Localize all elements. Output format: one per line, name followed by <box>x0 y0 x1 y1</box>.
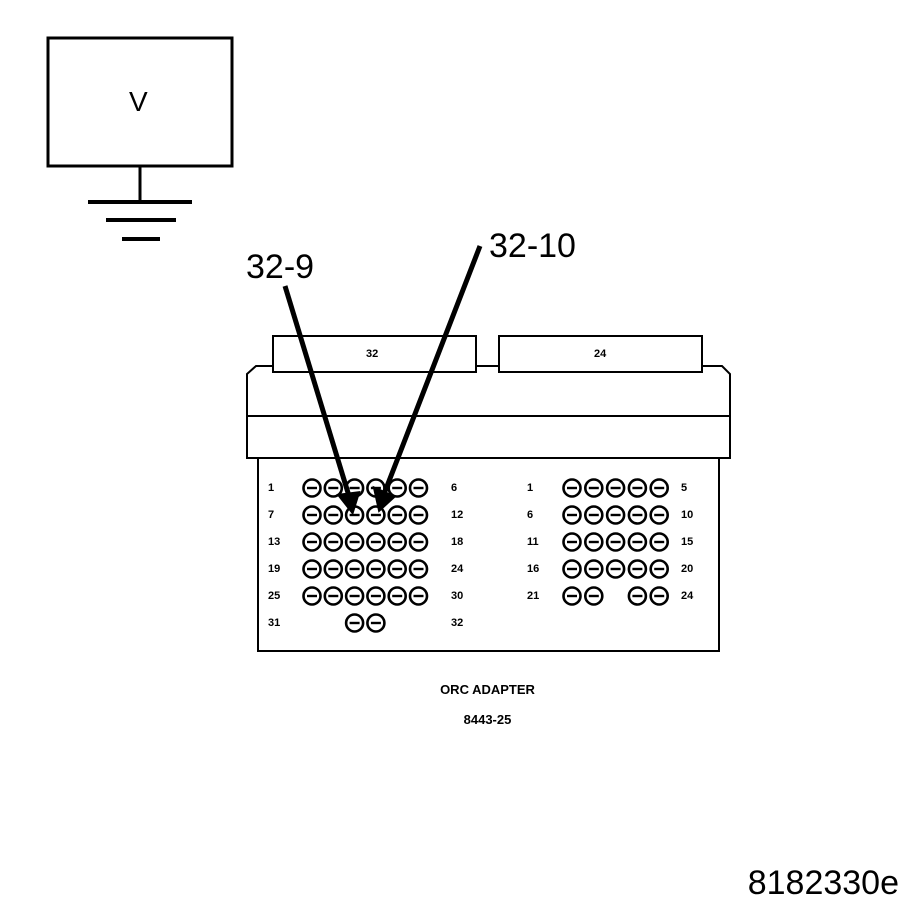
voltmeter <box>46 36 234 241</box>
probe-lead-32-9 <box>282 285 352 497</box>
pin-number-left: 19 <box>268 563 281 575</box>
pin-number-right: 15 <box>681 536 694 548</box>
pin-socket <box>366 559 386 579</box>
pin-number-left: 13 <box>268 536 281 548</box>
pin-socket <box>649 586 670 606</box>
pin-socket <box>344 586 365 606</box>
pin-socket <box>387 505 408 525</box>
connector-band <box>246 415 731 459</box>
pin-number-right: 32 <box>451 617 464 629</box>
pin-socket <box>583 586 604 606</box>
pin-socket <box>562 478 582 498</box>
pin-socket <box>323 532 344 552</box>
pin-socket <box>323 559 344 579</box>
pin-number-left: 25 <box>268 590 281 602</box>
pin-socket <box>583 559 604 579</box>
pin-number-right: 20 <box>681 563 694 575</box>
pin-socket <box>387 559 408 579</box>
pin-socket <box>408 586 429 606</box>
pin-socket <box>387 586 408 606</box>
adapter-name: ORC ADAPTER <box>440 682 535 697</box>
adapter-part-number: 8443-25 <box>463 712 512 727</box>
figure-id: 8182330e <box>747 864 899 902</box>
probe-leads <box>282 245 483 516</box>
pin-number-left: 1 <box>268 482 275 494</box>
pin-number-right: 5 <box>681 482 688 494</box>
pin-socket <box>583 532 604 552</box>
pin-socket <box>323 586 344 606</box>
pin-socket <box>344 559 365 579</box>
pin-number-right: 24 <box>681 590 694 602</box>
connector-top-ledge <box>246 365 731 417</box>
pin-socket <box>366 532 386 552</box>
header-label-32: 32 <box>366 348 379 360</box>
pin-socket <box>302 532 322 552</box>
pin-number-right: 12 <box>451 509 464 521</box>
pin-socket <box>366 505 386 525</box>
pin-socket <box>627 505 648 525</box>
pin-number-left: 1 <box>527 482 534 494</box>
pin-socket <box>605 559 626 579</box>
pin-socket <box>408 478 429 498</box>
pin-socket <box>562 559 582 579</box>
pin-number-left: 7 <box>268 509 275 521</box>
pin-number-right: 6 <box>451 482 458 494</box>
pin-socket <box>366 613 386 633</box>
pin-socket <box>302 478 322 498</box>
pin-socket <box>302 586 322 606</box>
pin-socket <box>627 478 648 498</box>
pin-number-right: 24 <box>451 563 464 575</box>
pin-number-right: 10 <box>681 509 694 521</box>
pin-socket <box>649 505 670 525</box>
pin-socket <box>344 532 365 552</box>
pin-number-left: 16 <box>527 563 540 575</box>
pin-socket <box>323 478 344 498</box>
pin-number-left: 31 <box>268 617 281 629</box>
pin-socket <box>649 478 670 498</box>
pin-socket <box>562 505 582 525</box>
pin-socket <box>649 559 670 579</box>
pin-socket <box>605 505 626 525</box>
pin-socket <box>408 505 429 525</box>
pin-socket <box>627 559 648 579</box>
pin-socket <box>366 586 386 606</box>
pin-socket <box>583 478 604 498</box>
pin-number-left: 11 <box>527 536 539 548</box>
pin-socket <box>302 559 322 579</box>
pin-socket <box>302 505 322 525</box>
pin-number-right: 18 <box>451 536 464 548</box>
probe-lead-32-10 <box>381 245 483 495</box>
pin-socket <box>605 532 626 552</box>
pin-socket <box>583 505 604 525</box>
probe-label-32-9: 32-9 <box>246 248 315 286</box>
pin-number-right: 30 <box>451 590 464 602</box>
pin-socket <box>627 532 648 552</box>
pin-number-left: 6 <box>527 509 534 521</box>
voltmeter-symbol: V <box>129 86 148 117</box>
pin-socket <box>649 532 670 552</box>
probe-label-32-10: 32-10 <box>489 227 576 265</box>
pin-socket <box>627 586 648 606</box>
header-label-24: 24 <box>594 348 607 360</box>
pin-number-left: 21 <box>527 590 540 602</box>
probe-arrowhead-32-9 <box>336 491 361 516</box>
pin-socket <box>605 478 626 498</box>
pin-socket <box>344 613 365 633</box>
pin-socket <box>562 586 582 606</box>
pin-socket <box>562 532 582 552</box>
pin-socket <box>408 532 429 552</box>
probe-arrowhead-32-10 <box>372 485 397 513</box>
pin-socket <box>387 532 408 552</box>
pin-socket <box>408 559 429 579</box>
pin-socket <box>323 505 344 525</box>
